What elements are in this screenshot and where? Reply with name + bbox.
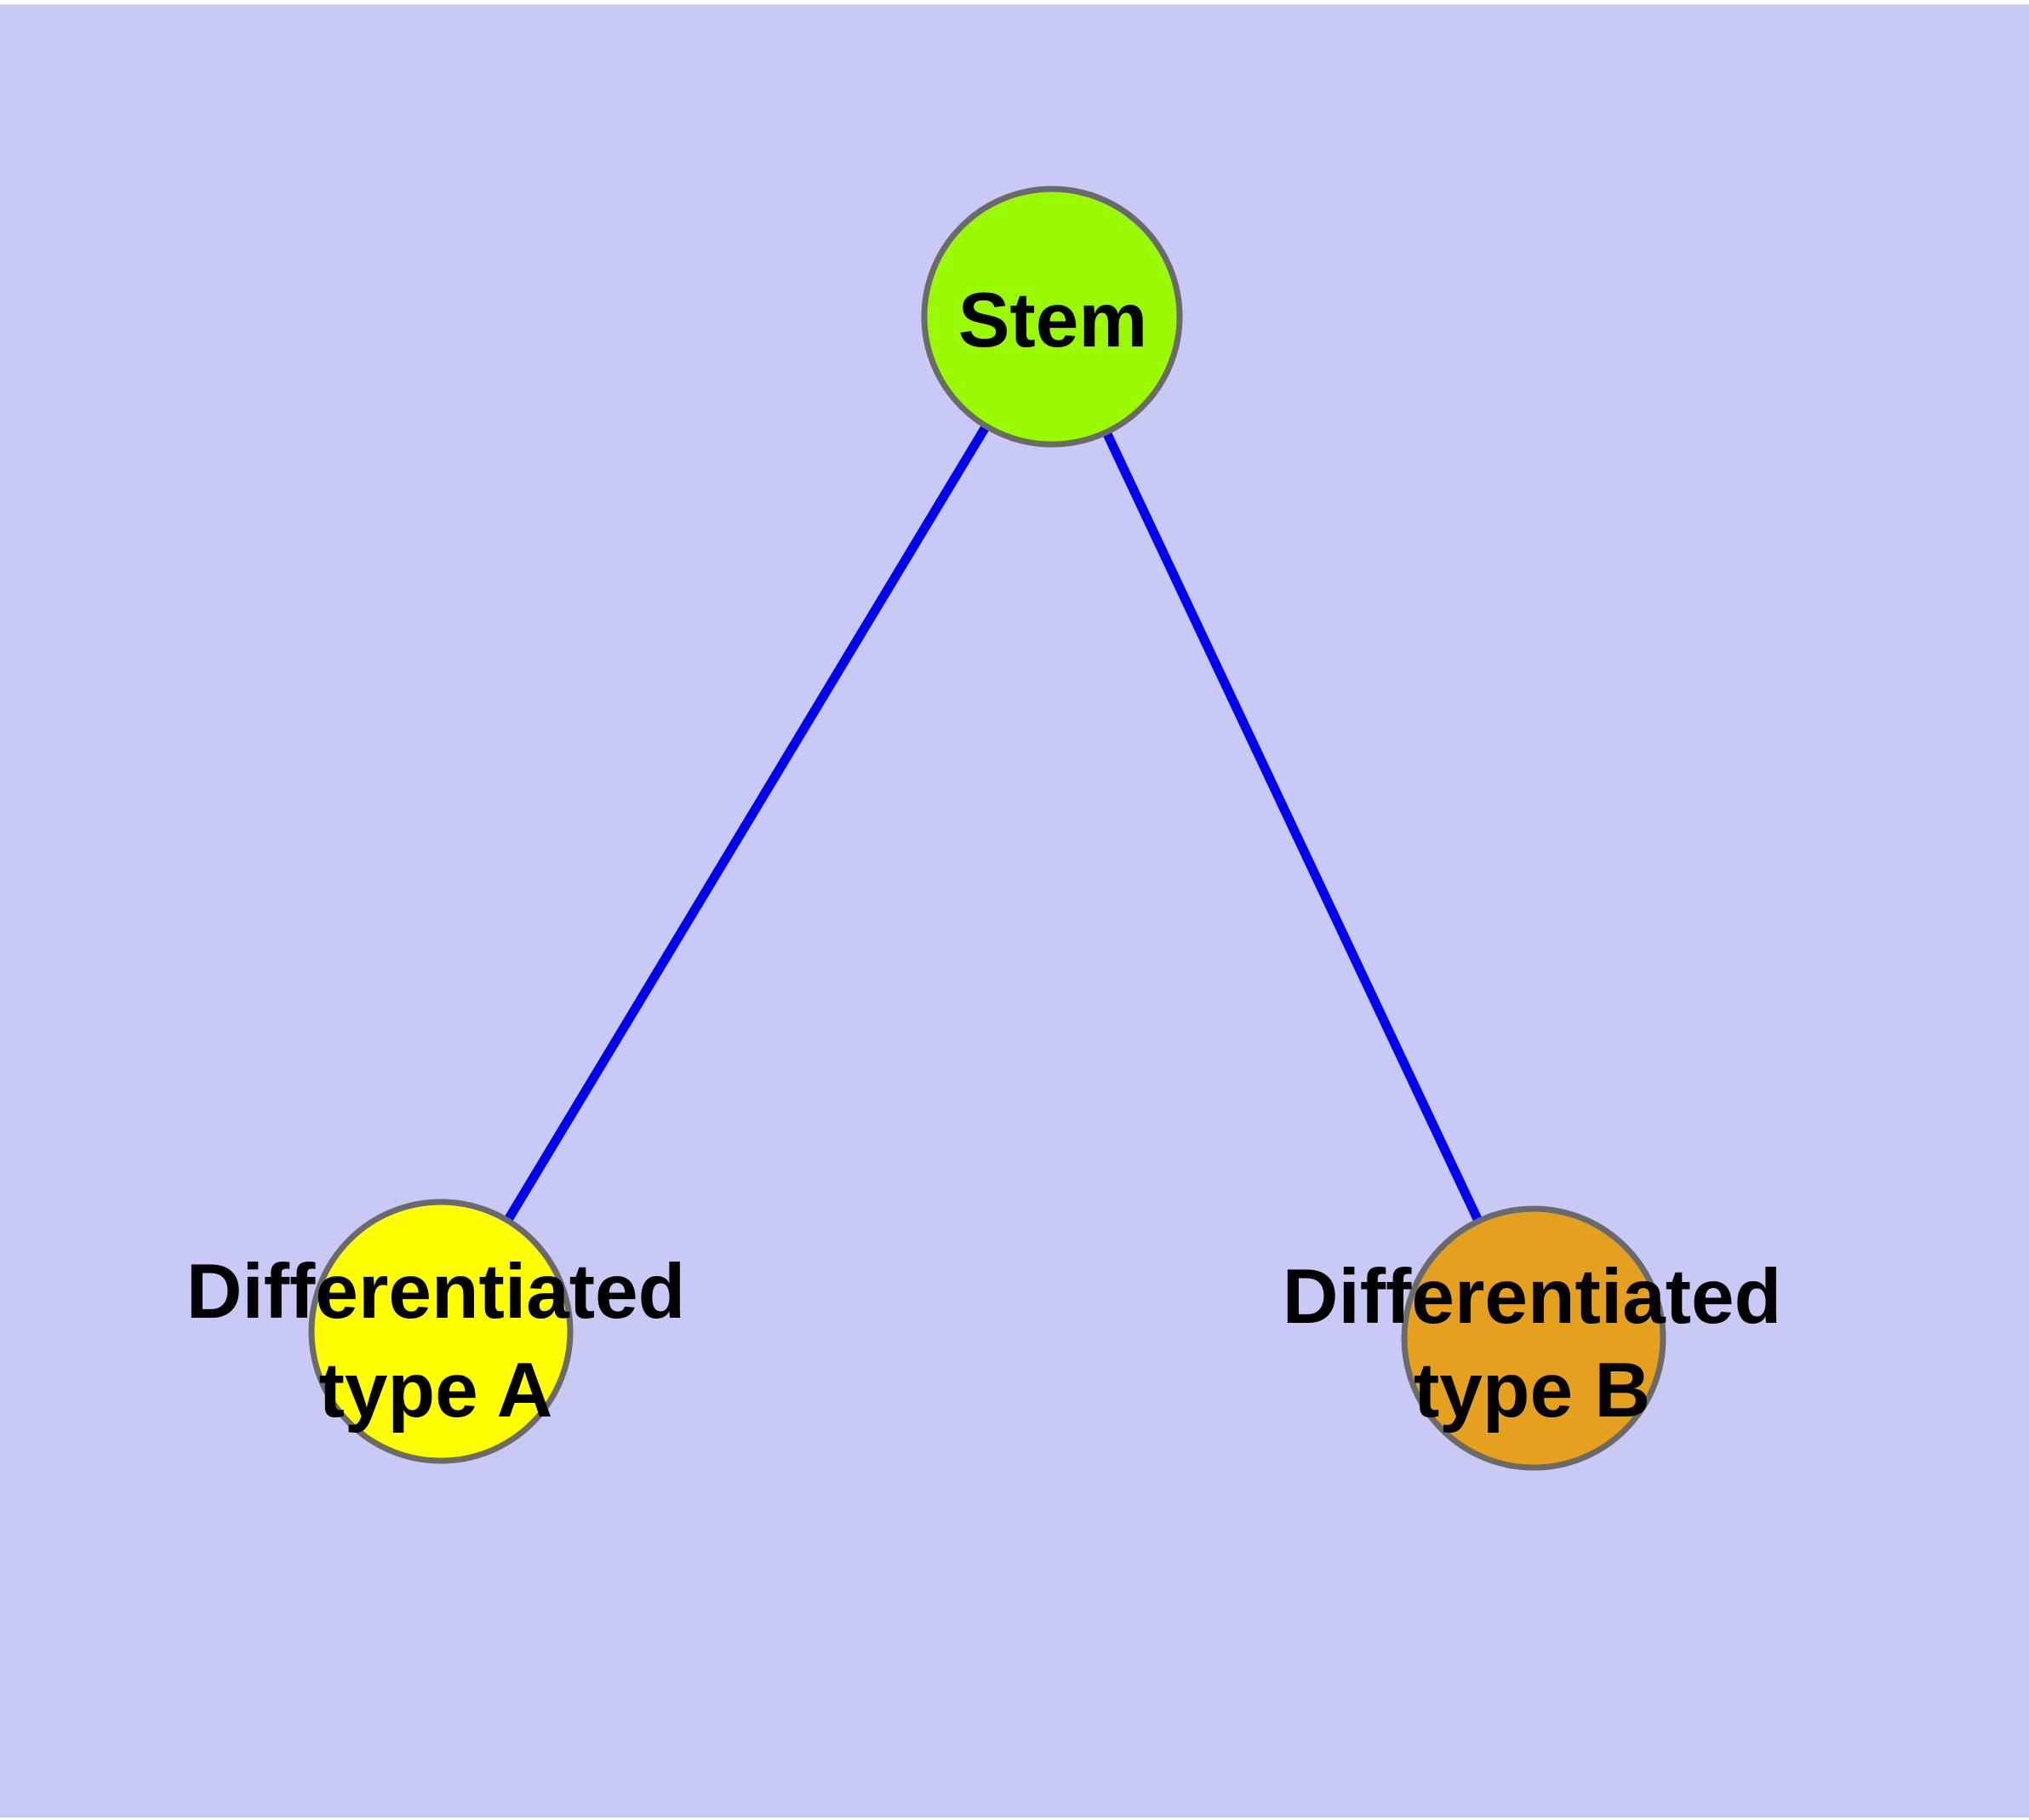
node-type-b-label-line1: Differentiated — [1283, 1254, 1782, 1340]
node-type-b[interactable] — [1401, 1205, 1666, 1471]
bottom-margin — [0, 1817, 2029, 1820]
node-stem[interactable] — [921, 186, 1183, 448]
node-type-b-label-line2: type B — [1414, 1348, 1650, 1434]
node-type-a[interactable] — [308, 1199, 574, 1464]
node-stem-label: Stem — [958, 278, 1148, 363]
top-margin — [0, 0, 2029, 4]
node-type-a-label-line1: Differentiated — [186, 1249, 686, 1335]
edge-stem-to-type-a[interactable] — [437, 314, 1056, 1334]
edge-stem-to-type-b[interactable] — [1048, 314, 1538, 1341]
node-type-a-label-line2: type A — [319, 1348, 553, 1434]
